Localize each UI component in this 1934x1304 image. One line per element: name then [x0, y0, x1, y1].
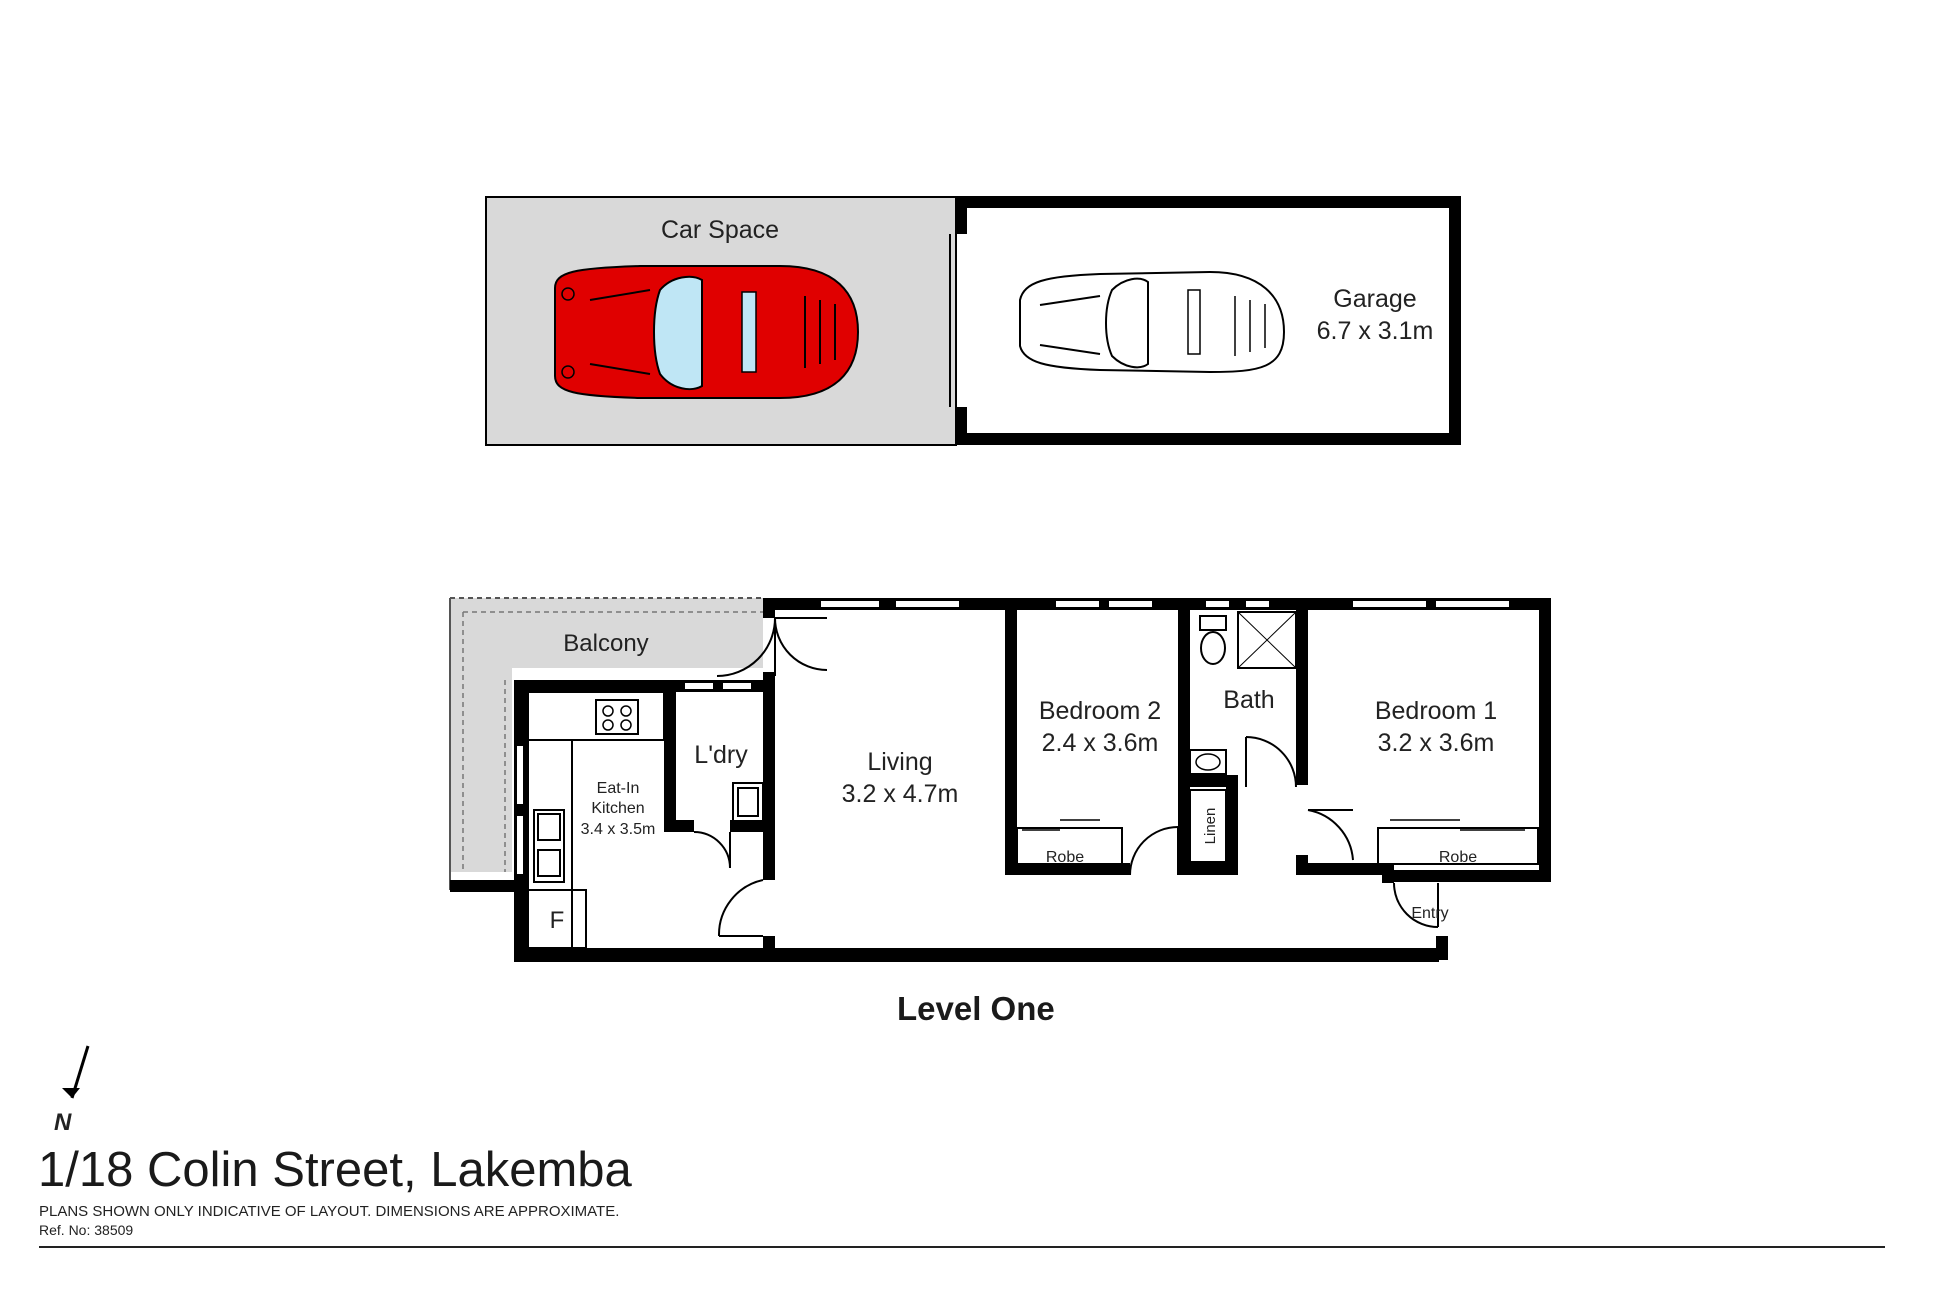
- north-label: N: [54, 1109, 72, 1136]
- bedroom2-dims: 2.4 x 3.6m: [1042, 729, 1159, 757]
- address-title: 1/18 Colin Street, Lakemba: [38, 1143, 632, 1197]
- north-arrow-icon: N: [54, 1045, 90, 1136]
- robes: [1016, 819, 1539, 865]
- laundry-label: L'dry: [694, 741, 748, 769]
- bedroom1-label: Bedroom 1: [1375, 697, 1497, 725]
- entry-label: Entry: [1411, 905, 1448, 922]
- footer-divider: [39, 1246, 1885, 1248]
- linen-label: Linen: [1202, 808, 1219, 845]
- balcony-label: Balcony: [563, 630, 648, 657]
- doors: [693, 617, 1439, 937]
- kitchen-fixtures: [527, 691, 665, 951]
- linen-cupboard: [1189, 789, 1227, 863]
- disclaimer-text: PLANS SHOWN ONLY INDICATIVE OF LAYOUT. D…: [39, 1203, 620, 1220]
- kitchen-dims: 3.4 x 3.5m: [581, 821, 656, 838]
- bedroom1-dims: 3.2 x 3.6m: [1378, 729, 1495, 757]
- living-dims: 3.2 x 4.7m: [842, 780, 959, 808]
- bedroom2-label: Bedroom 2: [1039, 697, 1161, 725]
- robe-label-bedroom1: Robe: [1439, 849, 1477, 866]
- balcony-area: [449, 597, 763, 892]
- bath-fixtures: [1189, 611, 1297, 775]
- reference-number: Ref. No: 38509: [39, 1222, 134, 1238]
- level-title: Level One: [897, 990, 1055, 1027]
- bath-label: Bath: [1223, 686, 1274, 714]
- fridge-label: F: [550, 907, 565, 934]
- windows: [515, 599, 1511, 876]
- kitchen-label-2: Kitchen: [591, 800, 644, 817]
- living-label: Living: [867, 748, 932, 776]
- kitchen-label-1: Eat-In: [597, 780, 640, 797]
- car-space-label: Car Space: [661, 216, 779, 244]
- white-car-icon: [1019, 270, 1286, 374]
- garage-walls: [949, 196, 1461, 445]
- garage-dims: 6.7 x 3.1m: [1317, 317, 1434, 345]
- red-car-icon: [554, 265, 860, 399]
- garage-label: Garage: [1333, 285, 1416, 313]
- laundry-tub-icon: [732, 782, 764, 822]
- robe-label-bedroom2: Robe: [1046, 849, 1084, 866]
